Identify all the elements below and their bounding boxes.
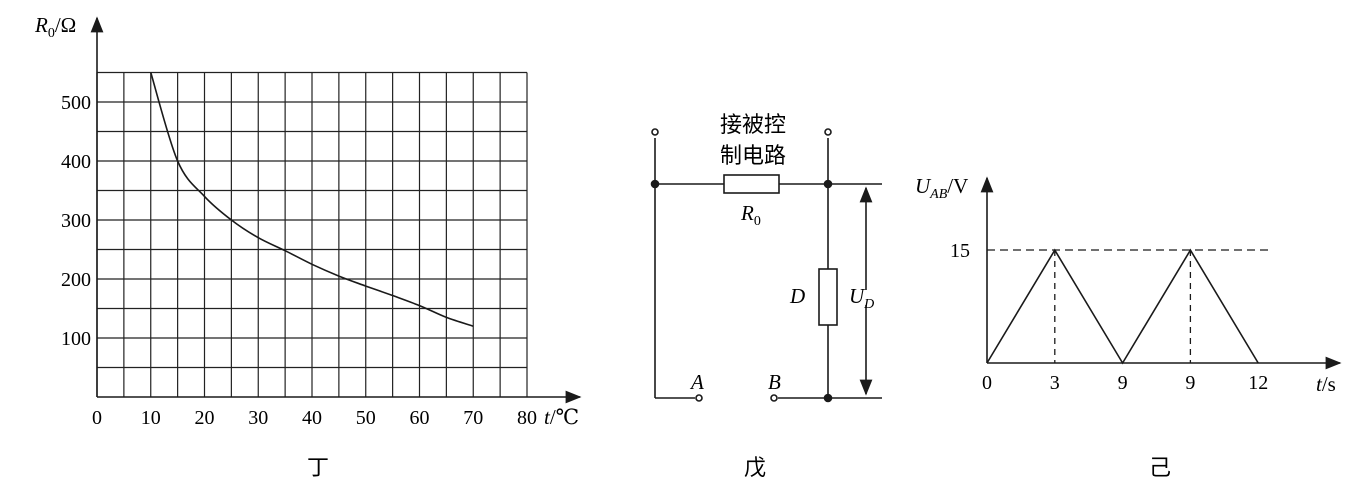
ji-x-tick-label: 9: [1185, 372, 1195, 394]
terminal-a-label: A: [689, 370, 704, 394]
ding-y-tick-label: 400: [61, 151, 91, 173]
ding-x-tick-label: 80: [517, 407, 537, 429]
controlled-circuit-label-line2: 制电路: [720, 144, 786, 169]
resistor-r0: [723, 174, 780, 194]
junction-right-bottom: [823, 393, 833, 403]
junction-right-top: [823, 179, 833, 189]
ding-caption: 丁: [307, 456, 329, 481]
ding-x-tick-label: 10: [141, 407, 161, 429]
ji-x-tick-label: 9: [1118, 372, 1128, 394]
ji-peak-guides-vertical: [1054, 250, 1192, 363]
ding-y-tick-label: 100: [61, 328, 91, 350]
wu-caption: 戊: [744, 456, 766, 481]
terminal-b-label: B: [768, 370, 781, 394]
terminal-a: [695, 394, 703, 402]
ding-grid: [96, 71, 528, 397]
ding-x-tick-labels: 0 10 20 30 40 50 60 70 80: [92, 407, 537, 429]
ding-y-tick-label: 300: [61, 210, 91, 232]
ji-caption: 己: [1149, 456, 1171, 481]
ding-y-tick-label: 200: [61, 269, 91, 291]
ji-x-tick-label: 3: [1050, 372, 1060, 394]
terminal-top-right: [824, 128, 832, 136]
ji-triangle-wave: [986, 248, 1259, 365]
terminal-top-left: [651, 128, 659, 136]
ding-y-axis-label: R0/Ω: [34, 13, 76, 41]
ding-y-tick-label: 500: [61, 92, 91, 114]
ding-resistance-curve: [150, 72, 474, 327]
ding-x-tick-label: 40: [302, 407, 322, 429]
circuit-wu-labels: 接被控 制电路 R0 D UD A B 戊: [689, 113, 874, 481]
ding-x-tick-label: 60: [410, 407, 430, 429]
ding-x-tick-label: 20: [195, 407, 215, 429]
voltage-ud-label: UD: [849, 284, 874, 312]
ding-x-tick-label: 30: [248, 407, 268, 429]
ji-x-axis-label: t/s: [1316, 372, 1336, 396]
ji-y-tick-15: 15: [950, 240, 970, 262]
terminal-b: [770, 394, 778, 402]
ding-x-tick-label: 0: [92, 407, 102, 429]
junction-left: [650, 179, 660, 189]
ding-x-axis-label: t/℃: [544, 405, 579, 429]
graph-ding: 0 10 20 30 40 50 60 70 80 100 200 300 400 500 R0/Ω t…: [34, 13, 582, 481]
ji-y-axis-label: UAB/V: [915, 174, 968, 202]
ding-y-tick-labels: 100 200 300 400 500: [61, 92, 91, 350]
graph-ji: 0 3 9 9 12 15 UAB/V t/s 己: [915, 174, 1342, 481]
ji-x-tick-label: 12: [1248, 372, 1268, 394]
ding-x-tick-label: 50: [356, 407, 376, 429]
component-d-label: D: [789, 284, 805, 308]
component-d: [818, 268, 838, 326]
ji-x-tick-labels: 0 3 9 9 12: [982, 372, 1268, 394]
resistor-label: R0: [740, 201, 761, 229]
circuit-wu: [650, 128, 882, 403]
ji-x-tick-label: 0: [982, 372, 992, 394]
controlled-circuit-label-line1: 接被控: [720, 113, 786, 138]
ding-x-tick-label: 70: [463, 407, 483, 429]
